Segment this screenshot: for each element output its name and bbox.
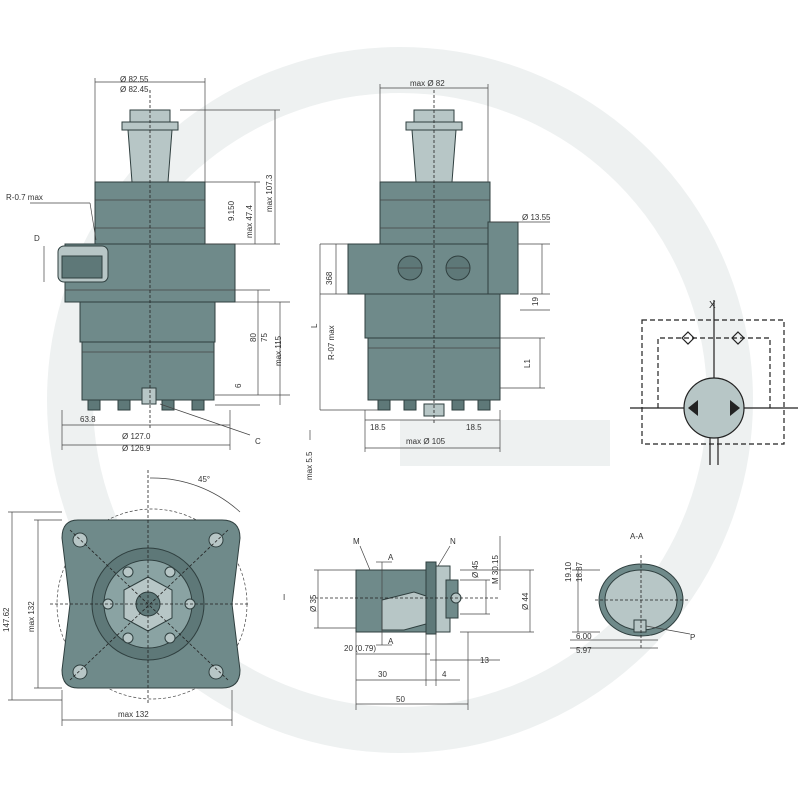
bolt-head	[164, 566, 176, 578]
label-m: M	[353, 537, 360, 546]
dim-max-107-3: max 107.3	[265, 174, 274, 212]
bolt	[117, 399, 131, 411]
port-d-label: D	[34, 234, 40, 243]
dim-18-5-left: 18.5	[370, 423, 386, 432]
dim-9150: 9.150	[227, 200, 236, 221]
port-d-thread	[61, 255, 103, 279]
dim-4: 4	[442, 670, 447, 679]
label-l: L	[310, 323, 319, 328]
front-view: Ø 82.55 Ø 82.45 R-0.7 max D 9.150 max 47…	[6, 75, 314, 480]
upper-housing	[379, 181, 491, 245]
bolt-head	[122, 632, 134, 644]
dim-d126-9: Ø 126.9	[122, 444, 151, 453]
section-a-bottom: A	[388, 637, 394, 646]
check-valve-left	[681, 331, 695, 345]
angle-label: 45°	[198, 475, 210, 484]
radius-note: R-07 max	[327, 325, 336, 360]
bolt	[477, 399, 491, 411]
label-x: X	[709, 300, 716, 311]
key-slot	[633, 619, 647, 633]
bolt	[87, 399, 101, 411]
check-valve-right	[731, 331, 745, 345]
dim-shaft-diameter-bottom: Ø 82.45	[120, 85, 149, 94]
label-c: C	[255, 437, 261, 446]
dim-75: 75	[260, 333, 269, 342]
dim-18-87: 18.87	[575, 561, 584, 582]
dim-max-115: max 115	[274, 335, 283, 366]
lower-housing	[79, 301, 216, 343]
motor-arrow-right	[730, 400, 740, 416]
bolt	[377, 399, 391, 411]
angle-arc	[149, 477, 241, 513]
dim-19-10: 19.10	[564, 561, 573, 582]
bolt-head	[164, 632, 176, 644]
bolt-head	[122, 566, 134, 578]
dim-max-47-4: max 47.4	[245, 205, 254, 238]
symbol-frame	[641, 319, 785, 445]
hydraulic-symbol: X	[630, 300, 798, 465]
mounting-hole	[72, 664, 88, 680]
dim-shaft-diameter-top: Ø 82.55	[120, 75, 149, 84]
dim-max-132-horizontal: max 132	[118, 710, 149, 719]
dim-m30-15: M 30.15	[491, 555, 500, 584]
symbol-check-lines	[657, 337, 771, 408]
drain-port-c	[141, 387, 157, 405]
label-n: N	[450, 537, 456, 546]
dim-max-5-5: max 5.5	[305, 451, 314, 480]
mounting-hole	[208, 664, 224, 680]
dim-6: 6	[234, 383, 243, 388]
dim-19: 19	[531, 297, 540, 306]
dim-max-d105: max Ø 105	[406, 437, 446, 446]
side-view: max Ø 82 Ø 13.55 368 19 L R-07 max L1 18…	[310, 79, 551, 452]
dim-max-d82: max Ø 82	[410, 79, 445, 88]
dim-d127-0: Ø 127.0	[122, 432, 151, 441]
dim-20: 20 (0.79)	[344, 644, 376, 653]
dim-d35: Ø 35	[309, 594, 318, 612]
bolt	[451, 399, 465, 411]
dim-d44: Ø 44	[521, 592, 530, 610]
bottom-view: 45° 147.62 max 132 max 132	[2, 470, 250, 726]
dim-80: 80	[249, 333, 258, 342]
mounting-hole	[72, 532, 88, 548]
dim-max-132-vertical: max 132	[27, 601, 36, 632]
section-title: A-A	[630, 532, 644, 541]
dim-63-8: 63.8	[80, 415, 96, 424]
side-lug	[487, 221, 519, 295]
motor-arrow-left	[688, 400, 698, 416]
label-i: I	[283, 593, 285, 602]
dim-147-62: 147.62	[2, 607, 11, 632]
dim-5-97: 5.97	[576, 646, 592, 655]
shaft-detail: M N A A I Ø 35 Ø 45 M 30.15 Ø 44 20 (0.7…	[283, 536, 534, 710]
section-a-top: A	[388, 553, 394, 562]
dim-30: 30	[378, 670, 387, 679]
label-p: P	[690, 633, 695, 642]
lower-housing	[364, 293, 501, 339]
label-l1: L1	[523, 359, 532, 368]
dim-18-5-right: 18.5	[466, 423, 482, 432]
bolt	[191, 399, 205, 411]
dim-13: 13	[480, 656, 489, 665]
radius-note: R-0.7 max	[6, 193, 43, 202]
dim-368: 368	[325, 271, 334, 285]
dim-d13-55: Ø 13.55	[522, 213, 551, 222]
bolt	[403, 399, 417, 411]
dim-6-00: 6.00	[576, 632, 592, 641]
dim-50: 50	[396, 695, 405, 704]
mounting-hole	[208, 532, 224, 548]
dim-d45: Ø 45	[471, 560, 480, 578]
section-aa: A-A 19.10 18.87 6.00 5.97 P	[564, 532, 695, 655]
